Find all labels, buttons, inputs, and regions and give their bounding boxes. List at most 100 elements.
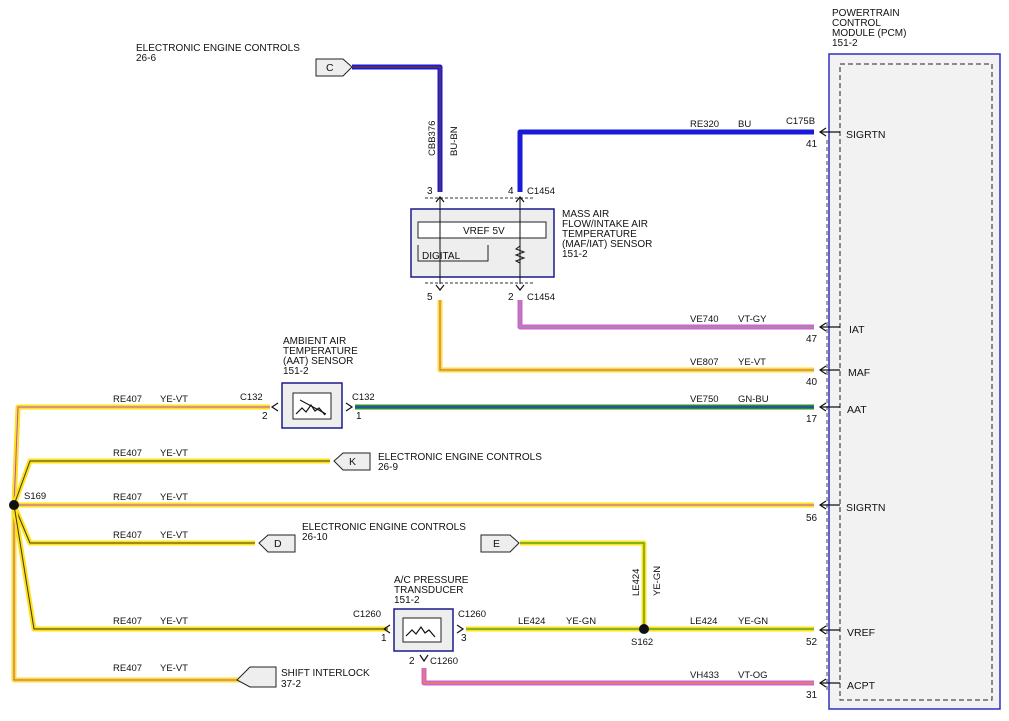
ref-e-letter: E [493, 538, 500, 550]
pcm-pin-sigrtn-2: SIGRTN [846, 502, 885, 514]
pcm-title-2: CONTROL [832, 18, 881, 29]
maf-connector-bottom: C1454 [527, 292, 555, 303]
acp-sensor[interactable]: A/C PRESSURE TRANSDUCER 151-2 C1260 C126… [353, 575, 486, 667]
wire-ve750-color: GN-BU [738, 394, 769, 405]
aat-pin-2: 2 [262, 411, 268, 422]
wire-ve740 [517, 300, 814, 330]
splice-s169-label: S169 [24, 491, 46, 502]
ref-d[interactable]: D ELECTRONIC ENGINE CONTROLS 26-10 [258, 522, 466, 553]
wire-vh433-circuit: VH433 [690, 670, 719, 681]
wire-re407-3-color: YE-VT [160, 492, 188, 503]
maf-iat-sensor[interactable]: VREF 5V DIGITAL 3 4 C1454 5 2 C1454 MASS… [410, 186, 652, 303]
pcm-pin-52: 52 [806, 637, 818, 648]
pcm-pin-56: 56 [806, 513, 818, 524]
ref-k-page: 26-9 [378, 462, 398, 473]
pcm-pin-47: 47 [806, 334, 818, 345]
ref-k-flag-icon [333, 452, 371, 471]
wire-re407-1-color: YE-VT [160, 394, 188, 405]
pcm-pin-40: 40 [806, 377, 818, 388]
aat-pin-arrows-icon [270, 402, 354, 412]
wires [11, 64, 814, 686]
wire-cbb376-stripe [352, 66, 441, 192]
ref-shift-flag-icon [236, 666, 277, 688]
pcm-pin-aat: AAT [847, 404, 867, 416]
wire-le424-v-color: YE-GN [652, 566, 663, 596]
aat-sensor[interactable]: AMBIENT AIR TEMPERATURE (AAT) SENSOR 151… [240, 336, 375, 429]
aat-title-4: 151-2 [283, 366, 309, 377]
ref-k-letter: K [349, 456, 356, 468]
splice-s162-dot [639, 624, 649, 634]
wire-re407-2-circuit: RE407 [113, 448, 142, 459]
maf-pin-3: 3 [427, 186, 433, 197]
wire-ve807-stripe [439, 300, 814, 371]
acp-pin-2: 2 [409, 656, 415, 667]
pcm-pin-17: 17 [806, 414, 818, 425]
acp-title-3: 151-2 [394, 595, 420, 606]
wire-ve807-circuit: VE807 [690, 357, 719, 368]
splice-s169[interactable]: S169 [9, 491, 46, 510]
pressure-sensor-icon [405, 625, 436, 638]
pcm-pin-sigrtn-1: SIGRTN [846, 129, 885, 141]
maf-title-1: MASS AIR [562, 209, 609, 220]
pcm-connector-label: C175B [786, 116, 815, 127]
maf-digital-bracket [417, 245, 489, 262]
maf-pin-5: 5 [427, 292, 433, 303]
aat-title-3: (AAT) SENSOR [283, 356, 353, 367]
maf-top-arrows-icon [435, 196, 525, 203]
maf-connector-top: C1454 [527, 186, 555, 197]
pcm-title-1: POWERTRAIN [832, 8, 900, 19]
splice-s162[interactable]: S162 [631, 624, 653, 648]
pcm-pin-vref: VREF [847, 627, 875, 639]
wire-le424-1-circuit: LE424 [518, 616, 545, 627]
ref-c-page: 26-6 [136, 53, 156, 64]
wire-le424-v-circuit: LE424 [631, 569, 642, 596]
maf-sensor-box [410, 208, 555, 278]
splice-s162-label: S162 [631, 637, 653, 648]
ref-c-flag-icon [315, 58, 353, 77]
ref-d-letter: D [274, 538, 282, 550]
aat-title-2: TEMPERATURE [283, 346, 358, 357]
acp-transducer-box [402, 617, 442, 643]
maf-title-4: (MAF/IAT) SENSOR [562, 239, 652, 250]
maf-vref-label: VREF 5V [463, 226, 505, 237]
ref-e[interactable]: E [480, 534, 520, 553]
maf-pin-4: 4 [508, 186, 514, 197]
pcm-inner-box [839, 63, 993, 701]
aat-title-1: AMBIENT AIR [283, 336, 346, 347]
wire-vh433-color: VT-OG [738, 670, 768, 681]
maf-pin-2: 2 [508, 292, 514, 303]
wire-ve807-color: YE-VT [738, 357, 766, 368]
acp-title-2: TRANSDUCER [394, 585, 463, 596]
wire-ve740-color: VT-GY [738, 314, 767, 325]
wire-re407-5-circuit: RE407 [113, 616, 142, 627]
ref-d-title: ELECTRONIC ENGINE CONTROLS [302, 522, 466, 533]
ref-k[interactable]: K ELECTRONIC ENGINE CONTROLS 26-9 [333, 452, 542, 473]
maf-bottom-arrows-icon [435, 284, 525, 291]
ref-d-page: 26-10 [302, 532, 328, 543]
splice-s169-dot [9, 500, 19, 510]
wire-ve750-circuit: VE750 [690, 394, 719, 405]
wire-ve740-stripe [519, 300, 814, 328]
pcm-title-4: 151-2 [832, 38, 858, 49]
wire-re407-4-circuit: RE407 [113, 530, 142, 541]
ref-shift-interlock[interactable]: SHIFT INTERLOCK 37-2 [236, 666, 370, 690]
pcm-pin-iat: IAT [849, 324, 865, 336]
pcm-pin-31: 31 [806, 690, 818, 701]
pcm-title-3: MODULE (PCM) [832, 28, 906, 39]
wire-le424-2-circuit: LE424 [690, 616, 717, 627]
wire-le424-v-stripe [520, 542, 645, 629]
wire-re320-circuit: RE320 [690, 119, 719, 130]
maf-title-3: TEMPERATURE [562, 229, 637, 240]
pcm-outer-box [828, 53, 1001, 710]
pcm-pin-arrows [818, 127, 840, 688]
pcm-pin-41: 41 [806, 139, 818, 150]
wire-le424-1-color: YE-GN [566, 616, 596, 627]
ref-c[interactable]: C ELECTRONIC ENGINE CONTROLS 26-6 [136, 43, 353, 77]
wire-re407-1-circuit: RE407 [113, 394, 142, 405]
wire-re320-color: BU [738, 119, 751, 130]
acp-pin-arrows-icon [382, 624, 465, 663]
wire-labels: CBB376 BU-BN RE320 BU VE740 VT-GY VE807 … [113, 119, 769, 681]
maf-resistor-icon [514, 245, 526, 264]
maf-title-2: FLOW/INTAKE AIR [562, 219, 648, 230]
